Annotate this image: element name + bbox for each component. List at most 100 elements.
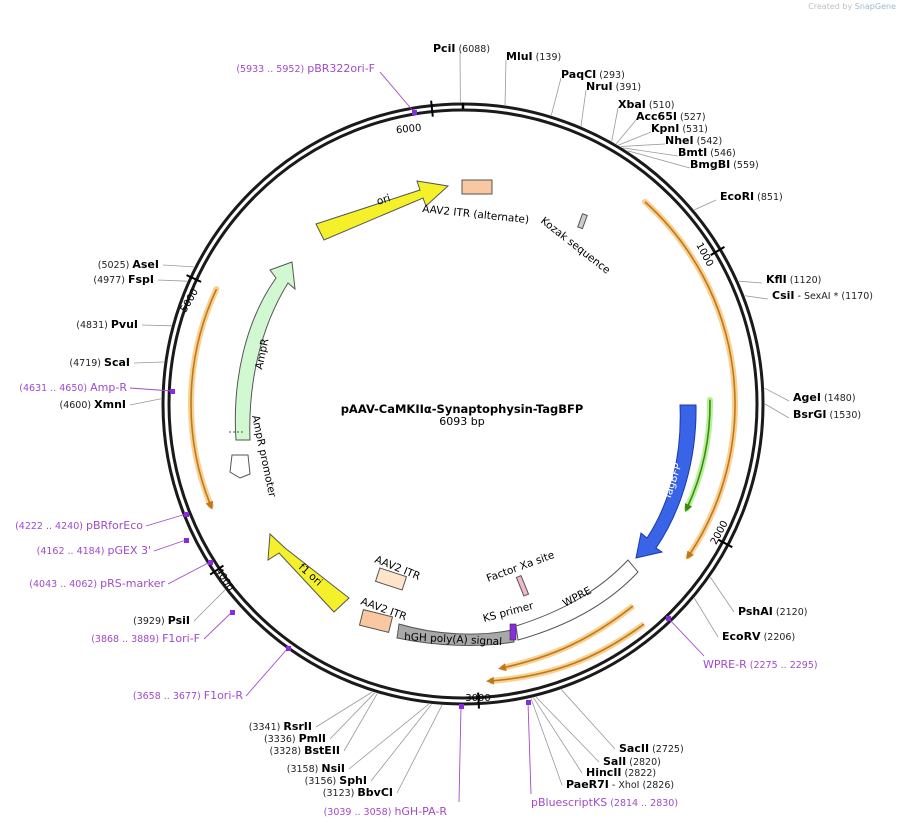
- primer-hgh-pa-r[interactable]: (3039 .. 3058) hGH-PA-R: [324, 805, 448, 818]
- enzyme-leader: [141, 324, 172, 327]
- primer-pbluescriptks[interactable]: pBluescriptKS (2814 .. 2830): [531, 796, 678, 809]
- primer-f1ori-r[interactable]: (3658 .. 3677) F1ori-R: [133, 689, 243, 702]
- enzyme-sacii[interactable]: SacII (2725): [619, 742, 684, 755]
- aav2-itr-alternate-label: AAV2 ITR (alternate): [422, 203, 530, 226]
- ampr-promoter-label: AmpR promoter: [249, 414, 278, 499]
- orf-tagbfp-inner[interactable]: [684, 399, 711, 513]
- enzyme-nrui[interactable]: NruI (391): [586, 80, 641, 93]
- primer-pgex-3[interactable]: (4162 .. 4184) pGEX 3': [37, 544, 151, 557]
- enzyme-scai[interactable]: (4719) ScaI: [69, 356, 130, 369]
- feature-kozak[interactable]: [577, 213, 588, 230]
- primer-leader: [245, 647, 289, 697]
- feature-ampr-promoter[interactable]: [229, 454, 251, 479]
- enzyme-paqci[interactable]: PaqCI (293): [561, 68, 625, 81]
- primer-leader: [153, 539, 187, 552]
- feature-factor-xa[interactable]: [515, 574, 530, 597]
- feature-tagbfp[interactable]: TagBFP: [635, 404, 697, 559]
- enzyme-sali[interactable]: SalI (2820): [603, 755, 661, 768]
- enzyme-bmti[interactable]: BmtI (546): [678, 146, 736, 159]
- enzyme-bsteii[interactable]: (3328) BstEII: [270, 744, 341, 757]
- feature-hgh-polya[interactable]: hGH poly(A) signal: [396, 623, 515, 648]
- enzyme-ecori[interactable]: EcoRI (851): [720, 190, 783, 203]
- kozak-label: Kozak sequence: [538, 215, 612, 277]
- primer-wpre-r[interactable]: WPRE-R (2275 .. 2295): [703, 658, 818, 671]
- snapgene-watermark: Created by SnapGene: [808, 2, 896, 11]
- primer-site-mark: [666, 616, 671, 621]
- feature-aav2-itr-1[interactable]: [374, 567, 408, 591]
- plasmid-length: 6093 bp: [439, 415, 484, 428]
- feature-aav2-itr-2[interactable]: [358, 609, 394, 633]
- enzyme-ecorv[interactable]: EcoRV (2206): [722, 630, 795, 643]
- feature-ampr[interactable]: AmpR: [234, 261, 296, 441]
- primer-site-mark: [230, 610, 235, 615]
- enzyme-pcii[interactable]: PciI (6088): [433, 42, 490, 55]
- orf-lower-1[interactable]: [498, 605, 634, 672]
- enzyme-pvui[interactable]: (4831) PvuI: [76, 318, 138, 331]
- enzyme-nhei[interactable]: NheI (542): [665, 134, 722, 147]
- feature-ks-primer-mark: [509, 623, 517, 641]
- enzyme-sphi[interactable]: (3156) SphI: [305, 774, 367, 787]
- enzyme-agei[interactable]: AgeI (1480): [793, 391, 856, 404]
- enzyme-leader: [315, 691, 373, 728]
- enzyme-leader: [348, 703, 430, 770]
- enzyme-leader: [620, 143, 666, 147]
- enzyme-pshai[interactable]: PshAI (2120): [738, 605, 807, 618]
- enzyme-leader: [694, 597, 719, 638]
- enzyme-pmli[interactable]: (3336) PmlI: [264, 732, 326, 745]
- primer-site-mark: [459, 704, 464, 709]
- enzyme-acc65i[interactable]: Acc65I (527): [636, 110, 706, 123]
- enzyme-asei[interactable]: (5025) AseI: [98, 258, 159, 271]
- enzyme-bmgbi[interactable]: BmgBI (559): [690, 158, 759, 171]
- orf-lower-2[interactable]: [486, 623, 645, 685]
- label-leaders: [129, 51, 790, 803]
- primer-site-mark: [170, 389, 175, 394]
- enzyme-leader: [193, 589, 226, 622]
- position-tick: [430, 100, 434, 117]
- enzyme-fspi[interactable]: (4977) FspI: [93, 273, 154, 286]
- primer-site-mark: [184, 512, 189, 517]
- enzyme-paer7i[interactable]: PaeR7I - XhoI (2826): [566, 778, 674, 791]
- enzyme-leader: [618, 131, 652, 146]
- enzyme-leader: [162, 264, 194, 268]
- primer-prs-marker[interactable]: (4043 .. 4062) pRS-marker: [29, 577, 165, 590]
- enzyme-csii[interactable]: CsiI - SexAI * (1170): [772, 289, 873, 302]
- feature-ori[interactable]: ori: [315, 180, 450, 241]
- enzyme-leader: [738, 280, 763, 284]
- primer-f1ori-f[interactable]: (3868 .. 3889) F1ori-F: [91, 632, 200, 645]
- enzyme-bbvci[interactable]: (3123) BbvCI: [323, 786, 393, 799]
- orf-right-large[interactable]: [644, 201, 736, 560]
- primer-amp-r[interactable]: (4631 .. 4650) Amp-R: [19, 381, 127, 394]
- enzyme-hincii[interactable]: HincII (2822): [586, 766, 656, 779]
- enzyme-bsrgi[interactable]: BsrGI (1530): [793, 408, 861, 421]
- enzyme-xbai[interactable]: XbaI (510): [618, 98, 674, 111]
- enzyme-leader: [396, 705, 443, 794]
- enzyme-labels: PciI (6088) MluI (139)PaqCI (293)NruI (39…: [60, 42, 873, 799]
- enzyme-kfli[interactable]: KflI (1120): [766, 273, 821, 286]
- feature-wpre[interactable]: [515, 559, 639, 641]
- enzyme-xmni[interactable]: (4600) XmnI: [60, 398, 126, 411]
- enzyme-leader: [622, 147, 679, 157]
- enzyme-leader: [370, 704, 432, 782]
- primer-pbrforeco[interactable]: (4222 .. 4240) pBRforEco: [15, 519, 143, 532]
- primer-leader: [379, 71, 415, 113]
- primer-site-mark: [184, 538, 189, 543]
- enzyme-leader: [561, 689, 616, 750]
- enzyme-leader: [615, 119, 637, 145]
- primer-leader: [203, 611, 233, 640]
- primer-leader: [458, 705, 462, 803]
- orf-arcs: [188, 198, 738, 685]
- enzyme-mlui[interactable]: MluI (139): [506, 50, 561, 63]
- enzyme-psii[interactable]: (3929) PsiI: [133, 614, 190, 627]
- enzyme-kpni[interactable]: KpnI (531): [651, 122, 708, 135]
- enzyme-nsii[interactable]: (3158) NsiI: [287, 762, 345, 775]
- primer-site-mark: [412, 110, 417, 115]
- enzyme-leader: [533, 697, 583, 774]
- enzyme-rsrii[interactable]: (3341) RsrII: [249, 720, 312, 733]
- feature-aav2-itr-alternate[interactable]: [461, 179, 493, 195]
- enzyme-leader: [627, 150, 691, 169]
- tick-label: 4000: [213, 566, 236, 593]
- feature-f1-ori[interactable]: f1 ori: [267, 532, 350, 613]
- orf-left[interactable]: [190, 288, 218, 510]
- position-tick: [186, 274, 202, 283]
- primer-pbr322ori-f[interactable]: (5933 .. 5952) pBR322ori-F: [236, 62, 375, 75]
